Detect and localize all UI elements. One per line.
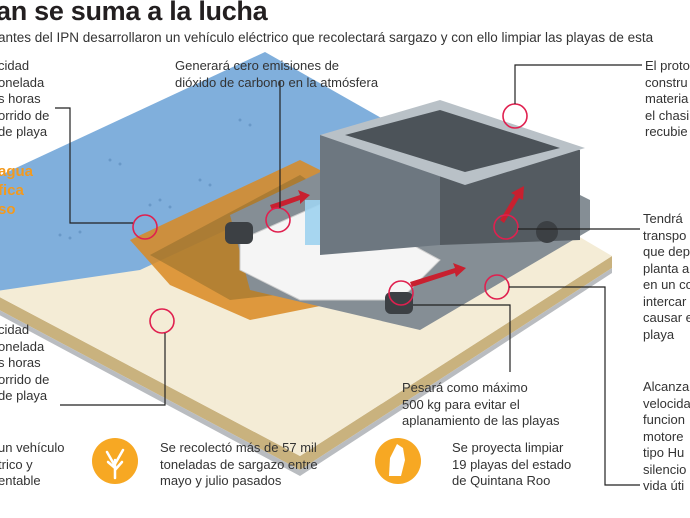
label-line: intercar bbox=[643, 293, 687, 309]
fact-line: un vehículo bbox=[0, 440, 65, 455]
wheel bbox=[536, 221, 558, 243]
fact-line: mayo y julio pasados bbox=[160, 473, 282, 488]
fact-line: toneladas de sargazo entre bbox=[160, 456, 318, 472]
label-line: Generará cero emisiones de bbox=[175, 58, 340, 73]
label-line: dióxido de carbono en la atmósfera bbox=[175, 74, 379, 90]
seaweed-icon bbox=[92, 438, 138, 484]
label-line: fica bbox=[0, 182, 24, 199]
container-inside bbox=[345, 110, 560, 172]
label-line: recubie bbox=[645, 124, 688, 139]
label-line: Tendrá bbox=[643, 211, 683, 226]
callout-markers bbox=[132, 103, 528, 334]
label-line: materia bbox=[645, 91, 689, 106]
fact-line: de Quintana Roo bbox=[452, 473, 551, 488]
water-area bbox=[0, 52, 420, 291]
label-line: el chasi bbox=[645, 107, 690, 123]
quintana-roo-map-icon bbox=[375, 438, 421, 484]
fact-line: Se proyecta limpiar bbox=[452, 440, 564, 455]
label-line: Pesará como máximo bbox=[402, 380, 528, 395]
page-subtitle: antes del IPN desarrollaron un vehículo … bbox=[0, 30, 654, 45]
label-line: motore bbox=[643, 428, 684, 444]
label-line: constru bbox=[645, 74, 688, 90]
label-line: velocida bbox=[643, 395, 690, 411]
label-line: 500 kg para evitar el bbox=[402, 396, 520, 412]
label-line: agua bbox=[0, 163, 34, 180]
label-line: aplanamiento de las playas bbox=[402, 413, 560, 428]
label-line: que dep bbox=[643, 244, 690, 259]
label-line: so bbox=[0, 201, 16, 218]
label-water: agua fica so bbox=[0, 162, 33, 219]
label-line: silencio bbox=[643, 461, 687, 477]
label-line: orrido de bbox=[0, 371, 50, 387]
label-line: orrido de bbox=[0, 107, 50, 123]
page-title: an se suma a la lucha bbox=[0, 0, 268, 26]
label-line: s horas bbox=[0, 91, 41, 106]
label-line: cidad bbox=[0, 322, 30, 337]
fact-line: trico y bbox=[0, 456, 33, 472]
label-line: funcion bbox=[643, 412, 685, 427]
label-line: onelada bbox=[0, 338, 45, 354]
wheel bbox=[225, 222, 253, 244]
label-line: planta a bbox=[643, 260, 690, 276]
label-line: tipo Hu bbox=[643, 445, 685, 460]
label-line: causar e bbox=[643, 310, 690, 325]
fact-line: entable bbox=[0, 473, 41, 488]
beach-platform-edge bbox=[0, 256, 612, 470]
label-line: El proto bbox=[645, 58, 690, 73]
water-ripples bbox=[58, 118, 252, 240]
label-line: s horas bbox=[0, 355, 41, 370]
label-line: cidad bbox=[0, 58, 30, 73]
label-line: de playa bbox=[0, 124, 48, 139]
fact-line: 19 playas del estado bbox=[452, 456, 572, 472]
label-line: playa bbox=[643, 326, 675, 342]
label-line: en un co bbox=[643, 277, 690, 292]
label-line: de playa bbox=[0, 388, 48, 403]
leader-lines bbox=[55, 64, 642, 486]
label-line: vida úti bbox=[643, 478, 685, 493]
label-line: onelada bbox=[0, 74, 45, 90]
fact-line: Se recolectó más de 57 mil bbox=[160, 440, 317, 455]
wheel bbox=[385, 292, 413, 314]
label-line: Alcanza bbox=[643, 379, 690, 394]
label-line: transpo bbox=[643, 227, 687, 243]
